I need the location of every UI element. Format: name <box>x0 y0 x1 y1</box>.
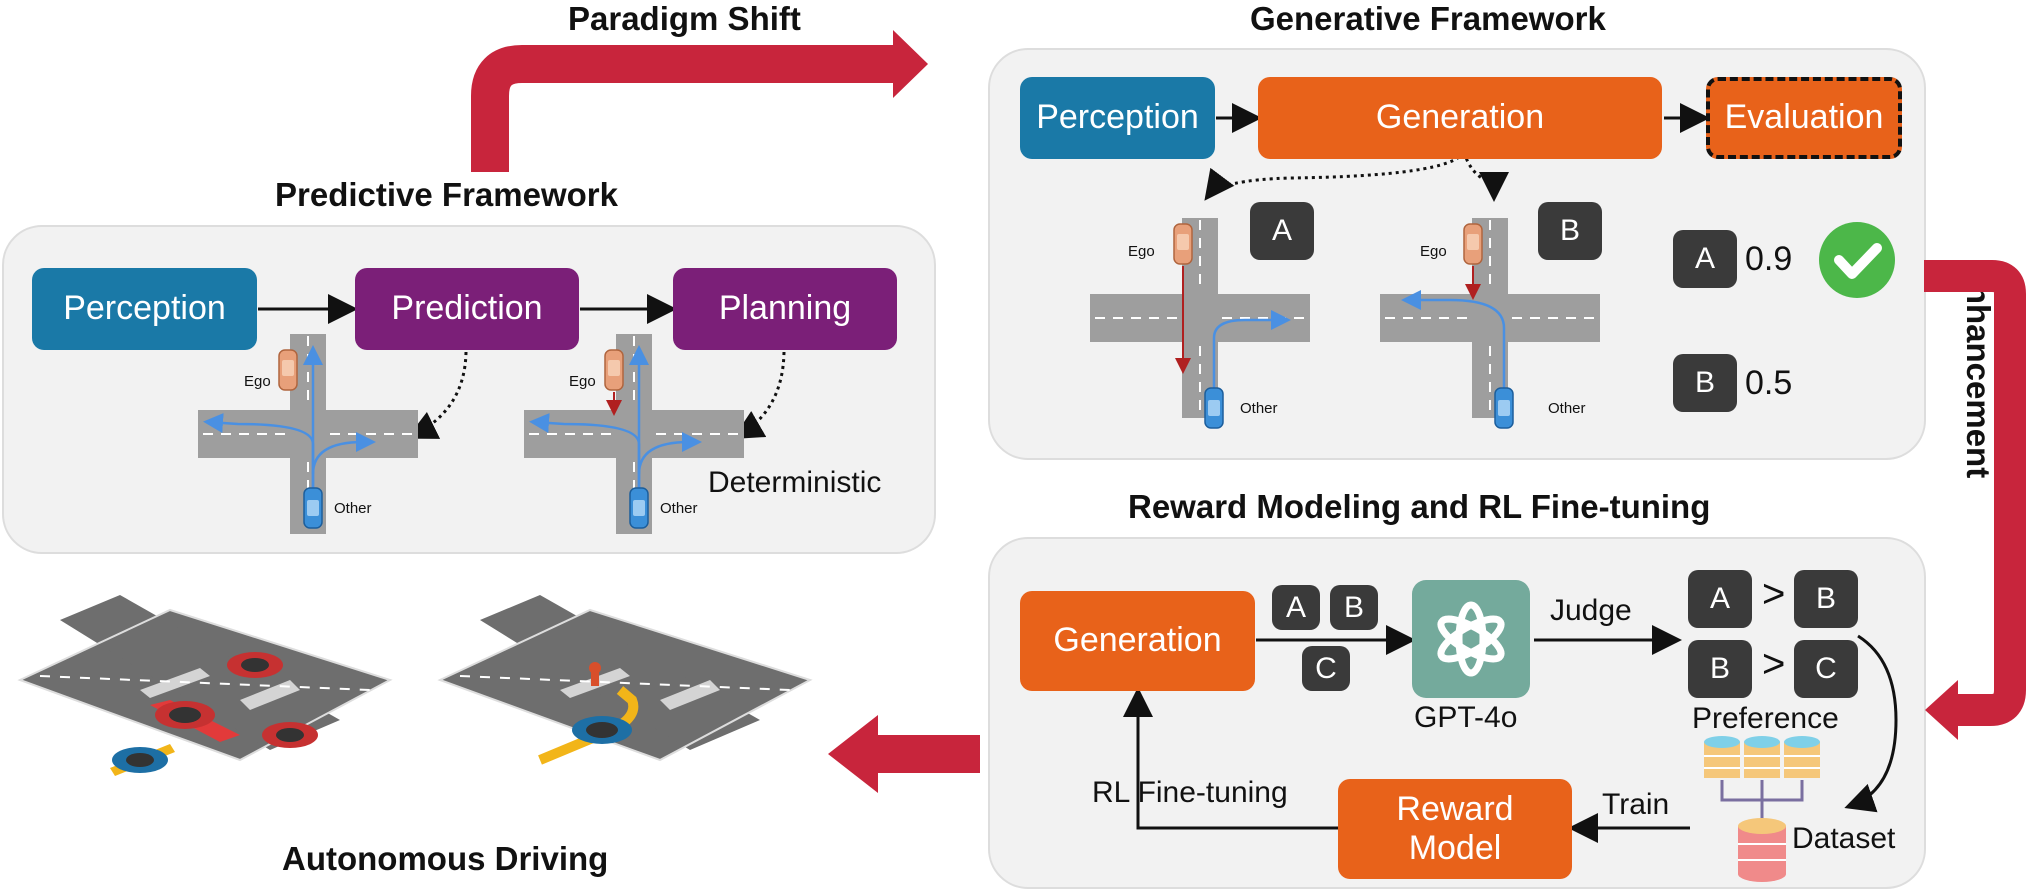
predictive-planning-box: Planning <box>673 268 897 350</box>
score-tag-a: A <box>1673 230 1737 288</box>
database-icons <box>1704 736 1820 882</box>
judge-label: Judge <box>1550 594 1632 627</box>
train-label: Train <box>1602 788 1670 821</box>
driving-scene-1 <box>17 595 393 776</box>
predictive-other-label-2: Other <box>660 500 698 517</box>
score-tag-b: B <box>1673 354 1737 412</box>
check-icon <box>1819 222 1895 298</box>
preference-label: Preference <box>1692 702 1839 735</box>
gpt-logo-icon <box>1412 580 1530 698</box>
score-b-value: 0.5 <box>1745 364 1793 402</box>
pref-tag-b2: B <box>1688 640 1752 698</box>
generative-title: Generative Framework <box>1250 0 1606 37</box>
predictive-title: Predictive Framework <box>275 176 618 213</box>
generative-tag-b: B <box>1538 202 1602 260</box>
generative-other-label-1: Other <box>1240 400 1278 417</box>
generative-evaluation-box: Evaluation <box>1706 77 1902 159</box>
driving-scene-2 <box>437 595 813 765</box>
reward-title: Reward Modeling and RL Fine-tuning <box>1128 488 1711 525</box>
reward-generation-box: Generation <box>1020 591 1255 691</box>
predictive-ego-label-2: Ego <box>569 373 596 390</box>
generative-ego-label-1: Ego <box>1128 243 1155 260</box>
reward-model-box: Reward Model <box>1338 779 1572 879</box>
dataset-label: Dataset <box>1792 822 1896 855</box>
generative-other-label-2: Other <box>1548 400 1586 417</box>
pref-tag-c: C <box>1794 640 1858 698</box>
pref-tag-b1: B <box>1794 570 1858 628</box>
predictive-other-label-1: Other <box>334 500 372 517</box>
autonomous-title: Autonomous Driving <box>282 840 609 877</box>
predictive-prediction-box: Prediction <box>355 268 579 350</box>
score-a-value: 0.9 <box>1745 240 1793 278</box>
pref-gt-2: > <box>1762 642 1786 686</box>
predictive-perception-box: Perception <box>32 268 257 350</box>
rl-finetuning-label: RL Fine-tuning <box>1092 776 1288 809</box>
generative-generation-box: Generation <box>1258 77 1662 159</box>
reward-tag-b: B <box>1330 585 1378 630</box>
pref-tag-a: A <box>1688 570 1752 628</box>
pref-gt-1: > <box>1762 572 1786 616</box>
reward-tag-a: A <box>1272 585 1320 630</box>
gpt-label: GPT-4o <box>1414 701 1518 734</box>
generative-ego-label-2: Ego <box>1420 243 1447 260</box>
generative-perception-box: Perception <box>1020 77 1215 159</box>
paradigm-shift-title: Paradigm Shift <box>568 0 801 37</box>
deterministic-label: Deterministic <box>708 466 882 499</box>
predictive-ego-label-1: Ego <box>244 373 271 390</box>
reward-tag-c: C <box>1302 646 1350 691</box>
generative-tag-a: A <box>1250 202 1314 260</box>
